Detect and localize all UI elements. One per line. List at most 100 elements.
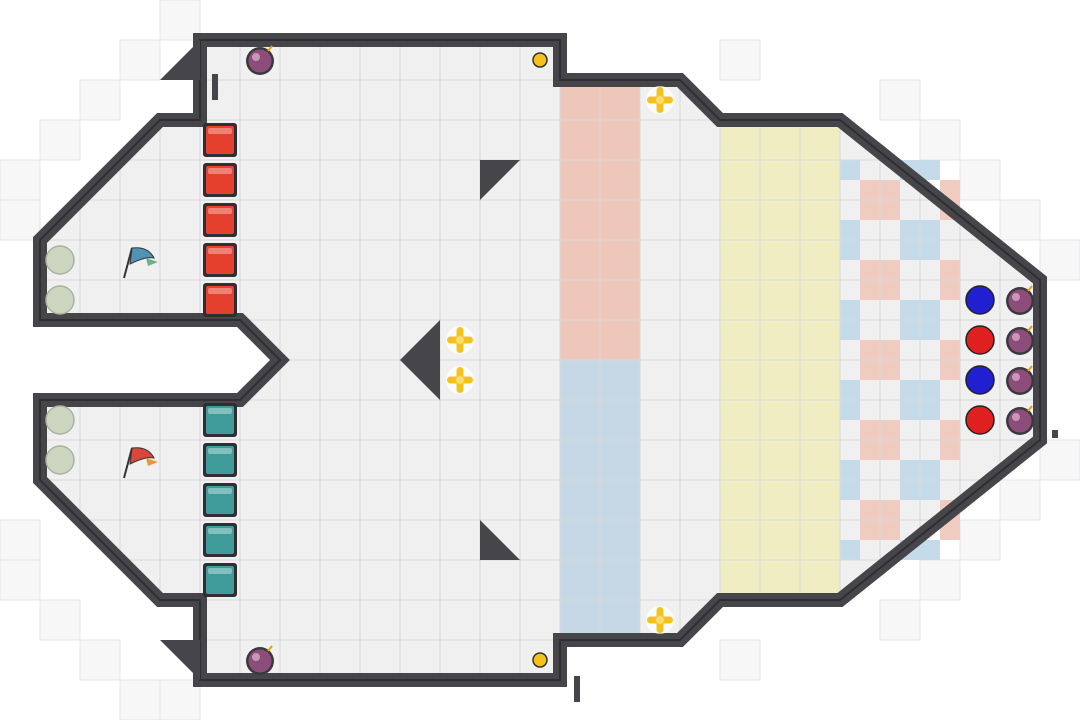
red-block[interactable]: [203, 163, 237, 197]
wall-stub: [1052, 430, 1058, 438]
bomb-fuse: [267, 645, 273, 652]
checker-square: [860, 440, 880, 460]
checker-square: [920, 240, 940, 260]
bomb-body: [248, 49, 272, 73]
checker-square: [940, 180, 960, 200]
teal-block-shine: [208, 448, 232, 454]
red-block[interactable]: [203, 283, 237, 317]
teal-block-face: [206, 446, 234, 474]
spawn-cross-icon[interactable]: [646, 606, 674, 634]
checker-square: [880, 280, 900, 300]
spawn-cross-icon[interactable]: [646, 86, 674, 114]
teal-block[interactable]: [203, 403, 237, 437]
flag-tail: [146, 258, 158, 266]
empty-slot[interactable]: [45, 445, 75, 475]
spawn-cross-icon[interactable]: [446, 366, 474, 394]
checker-square: [900, 460, 920, 480]
outer-step: [959, 519, 1001, 561]
outer-step: [879, 79, 921, 121]
red-block-shine: [208, 128, 232, 134]
checker-square: [860, 200, 880, 220]
empty-slot[interactable]: [45, 285, 75, 315]
red-team-marker[interactable]: [965, 325, 995, 355]
outer-step: [999, 479, 1041, 521]
teal-block-shine: [208, 408, 232, 414]
bomb-icon[interactable]: [1006, 405, 1034, 435]
checker-square: [840, 220, 860, 240]
red-team-marker[interactable]: [965, 405, 995, 435]
checker-square: [920, 480, 940, 500]
teal-block-shine: [208, 568, 232, 574]
outer-step: [39, 119, 81, 161]
blue-team-marker[interactable]: [965, 285, 995, 315]
checker-square: [840, 540, 860, 560]
bomb-body: [1008, 329, 1032, 353]
checker-square: [860, 360, 880, 380]
checker-square: [880, 440, 900, 460]
teal-block[interactable]: [203, 563, 237, 597]
empty-slot[interactable]: [45, 405, 75, 435]
teal-block-face: [206, 526, 234, 554]
checker-square: [860, 260, 880, 280]
bomb-icon[interactable]: [1006, 285, 1034, 315]
empty-slot[interactable]: [45, 245, 75, 275]
checker-square: [860, 180, 880, 200]
outer-step: [879, 599, 921, 641]
blue-flag-icon[interactable]: [123, 247, 158, 279]
teal-block-face: [206, 566, 234, 594]
teal-block[interactable]: [203, 483, 237, 517]
bomb-body: [1008, 369, 1032, 393]
outer-step: [999, 199, 1041, 241]
checker-square: [880, 500, 900, 520]
checker-square: [880, 420, 900, 440]
checker-square: [920, 540, 940, 560]
arena-walls: [33, 33, 1058, 702]
coin-icon[interactable]: [532, 652, 548, 668]
spawn-cross-icon[interactable]: [446, 326, 474, 354]
flag-pole: [123, 247, 133, 279]
red-block-face: [206, 166, 234, 194]
checker-square: [860, 340, 880, 360]
checker-square: [900, 320, 920, 340]
spawn-center: [656, 616, 664, 624]
red-block-shine: [208, 208, 232, 214]
bomb-icon[interactable]: [246, 645, 274, 675]
red-flag-icon[interactable]: [123, 447, 158, 479]
wall-notch: [160, 40, 200, 80]
coin-icon[interactable]: [532, 52, 548, 68]
spawn-center: [456, 376, 464, 384]
checker-square: [900, 380, 920, 400]
bomb-shine: [1012, 373, 1020, 381]
teal-block[interactable]: [203, 443, 237, 477]
bomb-icon[interactable]: [1006, 325, 1034, 355]
outer-step: [119, 39, 161, 81]
red-block[interactable]: [203, 123, 237, 157]
checker-square: [920, 400, 940, 420]
outer-step: [719, 639, 761, 681]
teal-block-face: [206, 406, 234, 434]
bomb-body: [248, 649, 272, 673]
checker-square: [940, 520, 960, 540]
bomb-icon[interactable]: [1006, 365, 1034, 395]
pieces-layer: [45, 45, 1034, 675]
wall-stub: [212, 74, 218, 100]
blue-team-marker[interactable]: [965, 365, 995, 395]
bomb-icon[interactable]: [246, 45, 274, 75]
outer-step: [959, 159, 1001, 201]
outer-step: [919, 119, 961, 161]
bomb-shine: [252, 53, 260, 61]
spawn-center: [656, 96, 664, 104]
teal-block[interactable]: [203, 523, 237, 557]
flag-cloth: [129, 247, 155, 265]
checker-square: [860, 520, 880, 540]
outer-step: [0, 559, 41, 601]
checker-square: [860, 500, 880, 520]
red-block[interactable]: [203, 203, 237, 237]
red-block[interactable]: [203, 243, 237, 277]
bomb-fuse: [1027, 285, 1033, 292]
red-block-shine: [208, 288, 232, 294]
checker-square: [940, 280, 960, 300]
checker-square: [840, 240, 860, 260]
bomb-shine: [252, 653, 260, 661]
